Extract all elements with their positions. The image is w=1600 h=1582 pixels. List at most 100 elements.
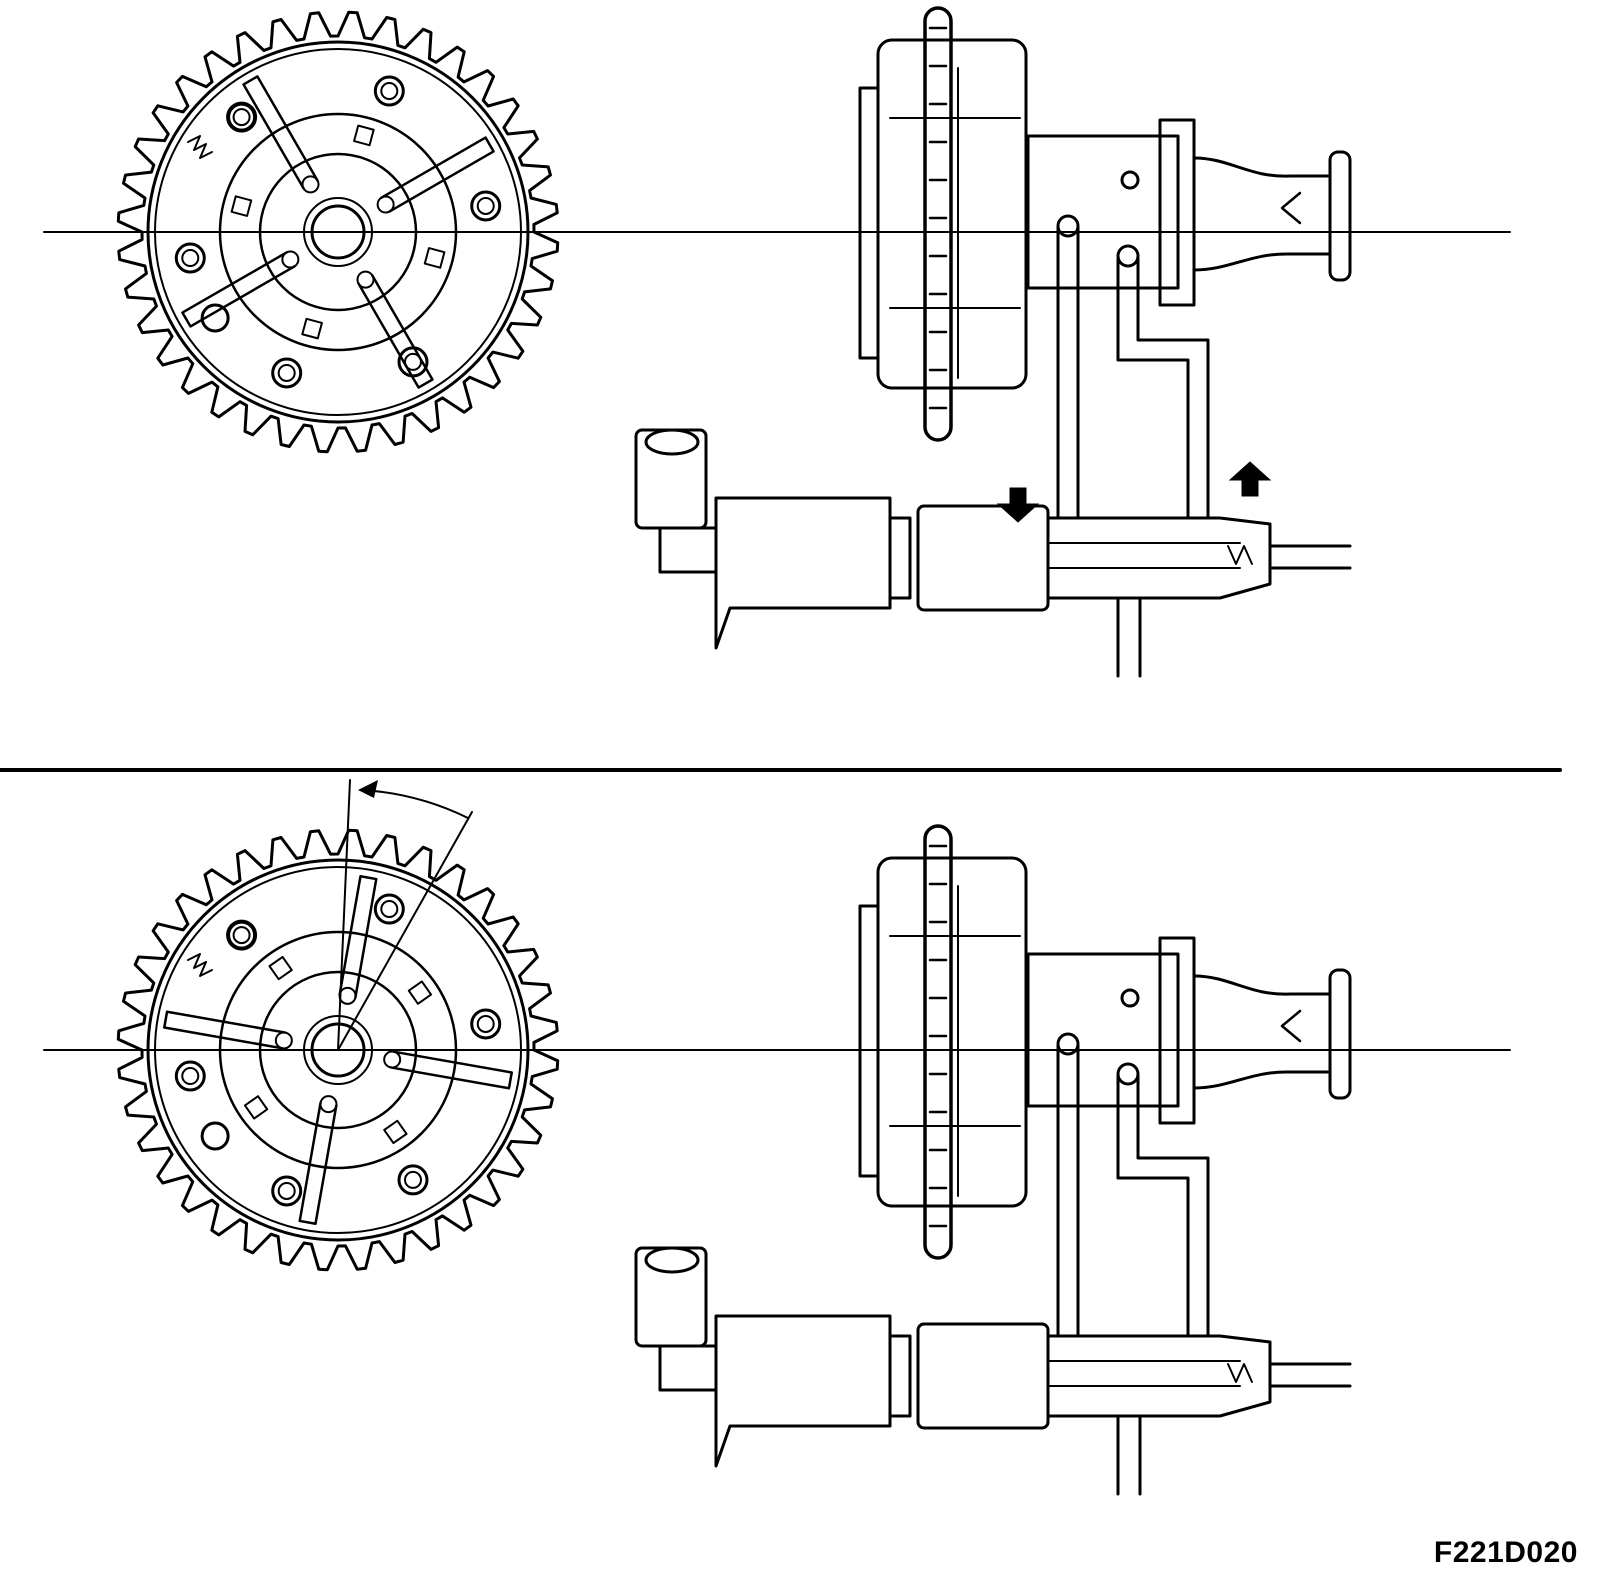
flow-arrow-down <box>996 487 1040 523</box>
ocv-bracket <box>658 526 718 574</box>
oil-port <box>1056 214 1080 238</box>
camshaft-nose <box>1192 156 1332 272</box>
rotor-vane <box>181 251 296 328</box>
bolt-hole <box>397 1164 429 1196</box>
bolt-hole-inner <box>380 82 399 101</box>
rotor-vane <box>389 1050 513 1090</box>
oil-hole <box>227 102 257 132</box>
lock-pin-spring <box>187 953 213 977</box>
camshaft-oilhole <box>1120 988 1140 1008</box>
rotor-vane <box>163 1010 287 1050</box>
drain-line <box>1268 1362 1352 1388</box>
housing-stop <box>353 124 375 147</box>
bolt-hole-inner <box>277 1181 296 1200</box>
oil-port <box>1116 244 1140 268</box>
rotor-vane <box>242 75 319 190</box>
bolt-hole <box>373 893 405 925</box>
panel-advanced-position <box>43 461 1511 1496</box>
bolt-hole-inner <box>232 926 251 945</box>
vane-tip <box>356 270 375 289</box>
journal-flange <box>1158 936 1196 1125</box>
ocv-connector-top <box>644 428 700 456</box>
camshaft-end <box>1328 150 1352 282</box>
ocv-valve-body <box>1046 516 1272 600</box>
ocv-collar <box>888 516 912 600</box>
bolt-hole-inner <box>181 1067 200 1086</box>
camshaft <box>1026 134 1180 290</box>
vane-tip <box>338 986 357 1005</box>
bolt-hole <box>271 1175 303 1207</box>
vane-tip <box>376 195 395 214</box>
housing-stop <box>423 247 446 269</box>
panel-retarded-position <box>43 6 1511 678</box>
bolt-hole <box>271 357 303 389</box>
camshaft-cone <box>1280 191 1302 225</box>
vane-tip <box>281 250 300 269</box>
rotation-arrowhead <box>358 780 378 798</box>
sprocket-edge <box>923 6 953 442</box>
oil-passage-advance <box>1056 226 1080 520</box>
ocv-solenoid <box>714 496 892 650</box>
bolt-hole-inner <box>476 1014 495 1033</box>
bolt-hole <box>174 1060 206 1092</box>
vane-tip <box>274 1031 293 1050</box>
ocv-solenoid <box>714 1314 892 1468</box>
vane-tip <box>319 1095 338 1114</box>
ocv-sleeve <box>916 504 1050 612</box>
oil-supply-line <box>1116 596 1142 678</box>
housing-stop <box>268 955 293 981</box>
housing-cover <box>858 86 880 360</box>
ocv-sleeve <box>916 1322 1050 1430</box>
reference-line <box>337 811 473 1051</box>
bolt-hole-inner <box>380 900 399 919</box>
oil-hole <box>200 303 230 333</box>
lock-pin-spring <box>187 135 213 159</box>
housing-stop <box>383 1119 408 1145</box>
bolt-hole <box>470 190 502 222</box>
ocv-spring <box>1227 545 1253 565</box>
housing-stop <box>301 317 323 340</box>
oil-passage-retard <box>1116 1074 1210 1338</box>
bolt-hole-inner <box>476 196 495 215</box>
housing-stop <box>230 195 253 217</box>
reference-line <box>337 779 351 1051</box>
ocv-spool <box>1049 542 1241 569</box>
oil-hole <box>200 1121 230 1151</box>
ocv-bracket <box>658 1344 718 1392</box>
journal-flange <box>1158 118 1196 307</box>
bolt-hole-inner <box>181 249 200 268</box>
flow-arrow-up <box>1228 461 1272 497</box>
camshaft-nose <box>1192 974 1332 1090</box>
bolt-hole <box>470 1008 502 1040</box>
vane-tip <box>301 175 320 194</box>
ocv-spool <box>1049 1360 1241 1387</box>
camshaft-cone <box>1280 1009 1302 1043</box>
ocv-valve-body <box>1046 1334 1272 1418</box>
rotor-vane <box>338 875 378 999</box>
bolt-hole-inner <box>232 108 251 127</box>
drain-line <box>1268 544 1352 570</box>
oil-supply-line <box>1116 1414 1142 1496</box>
housing-stop <box>243 1095 269 1120</box>
bolt-hole <box>174 242 206 274</box>
vane-tip <box>383 1050 402 1069</box>
rotor-vane <box>298 1101 338 1225</box>
housing-cover <box>858 904 880 1178</box>
rotor-vane <box>357 274 434 389</box>
camshaft-oilhole <box>1120 170 1140 190</box>
bolt-hole-inner <box>404 1170 422 1189</box>
bolt-hole-inner <box>277 363 296 382</box>
oil-passage-advance <box>1056 1044 1080 1338</box>
housing-stop <box>407 980 433 1005</box>
oil-hole <box>227 920 257 950</box>
oil-passage-retard <box>1116 256 1210 520</box>
bolt-hole <box>373 75 405 107</box>
camshaft-end <box>1328 968 1352 1100</box>
ocv-collar <box>888 1334 912 1418</box>
ocv-spring <box>1227 1363 1253 1383</box>
sprocket-edge <box>923 824 953 1260</box>
figure-id-label: F221D020 <box>1433 1536 1578 1569</box>
camshaft <box>1026 952 1180 1108</box>
